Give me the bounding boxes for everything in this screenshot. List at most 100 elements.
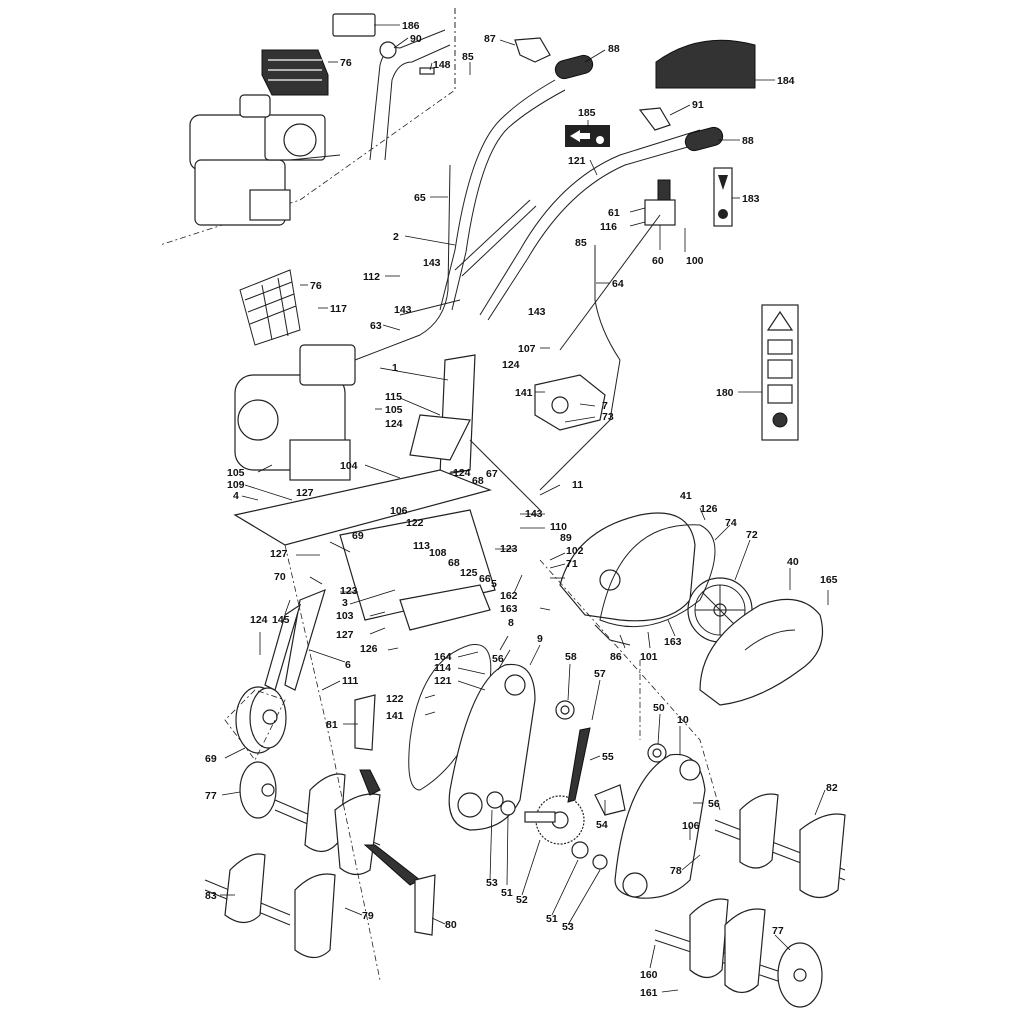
callout-73: 73 bbox=[602, 411, 614, 423]
callout-165: 165 bbox=[820, 574, 838, 586]
callout-32: 69 bbox=[352, 530, 364, 542]
warning-decal bbox=[761, 304, 799, 441]
callout-180: 180 bbox=[716, 387, 734, 399]
callout-6: 6 bbox=[345, 659, 351, 671]
callout-88-right: 88 bbox=[742, 135, 754, 147]
handlebar-assembly bbox=[439, 37, 724, 321]
callout-117: 117 bbox=[330, 303, 347, 315]
callout-163-b: 163 bbox=[664, 636, 682, 648]
callout-58: 58 bbox=[565, 651, 577, 663]
callout-3: 3 bbox=[342, 597, 348, 609]
callout-61: 61 bbox=[608, 207, 620, 219]
callout-163-a: 163 bbox=[500, 603, 518, 615]
callout-162: 162 bbox=[500, 590, 518, 602]
callout-106-b: 106 bbox=[682, 820, 700, 832]
callout-105-b: 105 bbox=[227, 467, 245, 479]
callout-145: 145 bbox=[272, 614, 290, 626]
callout-85-top: 85 bbox=[462, 51, 474, 63]
callout-8: 8 bbox=[508, 617, 514, 629]
callout-leaders bbox=[220, 24, 829, 993]
callout-11: 11 bbox=[572, 479, 583, 491]
callout-74: 74 bbox=[725, 517, 737, 529]
callout-185: 185 bbox=[578, 107, 596, 119]
callout-81: 81 bbox=[326, 719, 338, 731]
callout-79: 79 bbox=[362, 910, 374, 922]
callout-1: 1 bbox=[392, 362, 398, 374]
callout-143-b: 143 bbox=[394, 304, 412, 316]
chain-cover-inner bbox=[559, 512, 696, 622]
callout-123-b: 123 bbox=[340, 585, 358, 597]
callout-76-main: 76 bbox=[310, 280, 322, 292]
callout-122-b: 122 bbox=[386, 693, 404, 705]
engine-main bbox=[234, 344, 356, 481]
callout-102: 102 bbox=[566, 545, 584, 557]
callout-52: 52 bbox=[516, 894, 528, 906]
callout-88-top: 88 bbox=[608, 43, 620, 55]
callout-5: 5 bbox=[491, 578, 497, 590]
callout-83: 83 bbox=[205, 890, 217, 902]
callout-110: 110 bbox=[550, 521, 567, 533]
callout-64: 64 bbox=[612, 278, 624, 290]
callout-41: 41 bbox=[680, 490, 692, 502]
callout-123-a: 123 bbox=[500, 543, 518, 555]
callout-184: 184 bbox=[777, 75, 795, 87]
callout-141-b: 141 bbox=[386, 710, 404, 722]
callout-124-d: 124 bbox=[250, 614, 268, 626]
callout-125: 125 bbox=[460, 567, 478, 579]
callout-69: 69 bbox=[205, 753, 217, 765]
callout-109: 109 bbox=[227, 479, 245, 491]
callout-55: 55 bbox=[602, 751, 614, 763]
callout-143-c: 143 bbox=[528, 306, 546, 318]
callout-148: 148 bbox=[433, 59, 451, 71]
engine-inset bbox=[189, 94, 341, 226]
callout-186: 186 bbox=[402, 20, 420, 32]
callout-124-c: 124 bbox=[453, 467, 471, 479]
callout-50: 50 bbox=[653, 702, 665, 714]
chain-cover-outer bbox=[699, 598, 824, 706]
callout-7: 7 bbox=[602, 400, 608, 412]
callout-114: 114 bbox=[434, 662, 451, 674]
chain-55 bbox=[567, 727, 591, 803]
callout-85-mid: 85 bbox=[575, 237, 587, 249]
callout-124-a: 124 bbox=[502, 359, 520, 371]
callout-122-a: 122 bbox=[406, 517, 424, 529]
callout-78: 78 bbox=[670, 865, 682, 877]
callout-68: 68 bbox=[472, 475, 484, 487]
callout-124-b: 124 bbox=[385, 418, 403, 430]
callout-82: 82 bbox=[826, 782, 838, 794]
callout-143-a: 143 bbox=[423, 257, 441, 269]
callout-141-a: 141 bbox=[515, 387, 533, 399]
chain-case-9 bbox=[448, 663, 536, 831]
callout-9: 9 bbox=[537, 633, 543, 645]
handlebar-cover bbox=[655, 39, 756, 89]
callout-183: 183 bbox=[742, 193, 760, 205]
belt-74 bbox=[599, 524, 716, 628]
callout-71: 71 bbox=[566, 558, 578, 570]
callout-72: 72 bbox=[746, 529, 758, 541]
heat-shield-inset bbox=[261, 49, 329, 96]
callout-31: 68 bbox=[448, 557, 460, 569]
callout-53-a: 53 bbox=[486, 877, 498, 889]
callout-126-b: 126 bbox=[360, 643, 378, 655]
callout-86: 86 bbox=[610, 651, 622, 663]
callout-4: 4 bbox=[233, 490, 239, 502]
callout-53-b: 53 bbox=[562, 921, 574, 933]
callout-77-b: 77 bbox=[772, 925, 784, 937]
callout-127-a: 127 bbox=[296, 487, 314, 499]
callout-66: 66 bbox=[479, 573, 491, 585]
callout-56-a: 56 bbox=[492, 653, 504, 665]
callout-108: 108 bbox=[429, 547, 447, 559]
callout-63: 63 bbox=[370, 320, 382, 332]
callout-100: 100 bbox=[686, 255, 704, 267]
control-box bbox=[534, 374, 606, 431]
callout-labels: 186 90 76 148 85 87 88 184 185 91 88 121… bbox=[205, 20, 838, 999]
callout-103: 103 bbox=[336, 610, 354, 622]
callout-112: 112 bbox=[363, 271, 380, 283]
callout-57: 57 bbox=[594, 668, 606, 680]
tines-left bbox=[204, 761, 381, 959]
callout-126-a: 126 bbox=[700, 503, 718, 515]
callout-65: 65 bbox=[414, 192, 426, 204]
tines-right bbox=[654, 793, 846, 1008]
callout-90: 90 bbox=[410, 33, 422, 45]
